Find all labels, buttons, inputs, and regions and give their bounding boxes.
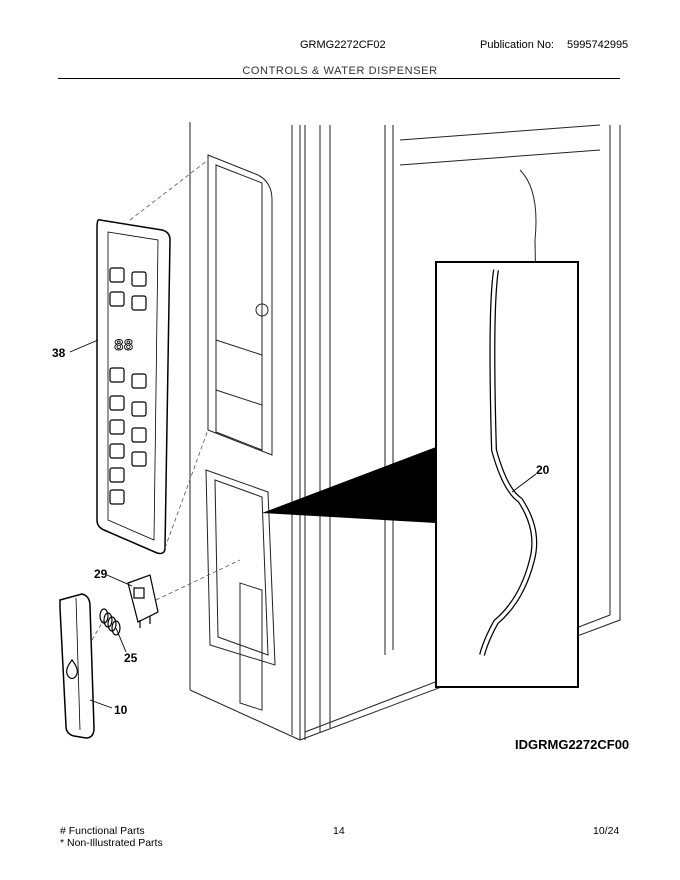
inset-detail-box [435,261,579,688]
leader-lines [69,339,537,709]
revision-date: 10/24 [593,825,620,837]
callout-10: 10 [114,703,128,717]
callout-25: 25 [124,651,138,665]
callout-20: 20 [536,463,550,477]
zoom-cone [262,447,436,523]
control-panel: 88 [96,218,171,555]
control-recess [207,154,273,456]
section-title: CONTROLS & WATER DISPENSER [242,65,438,77]
functional-parts-note: # Functional Parts [60,825,145,837]
publication-number: 5995742995 [567,39,629,51]
dispenser-recess [205,469,276,711]
model-number: GRMG2272CF02 [300,39,386,51]
non-illustrated-parts-note: * Non-Illustrated Parts [60,837,163,849]
publication-label: Publication No: [480,39,554,51]
assembly-lines [91,159,241,641]
header-rule [58,78,620,79]
svg-text:88: 88 [114,337,133,355]
dispenser-paddle [59,593,95,739]
diagram-id: IDGRMG2272CF00 [515,737,630,752]
switch [127,574,159,628]
page-number: 14 [333,825,345,837]
callout-29: 29 [94,567,108,581]
callout-38: 38 [52,346,66,360]
